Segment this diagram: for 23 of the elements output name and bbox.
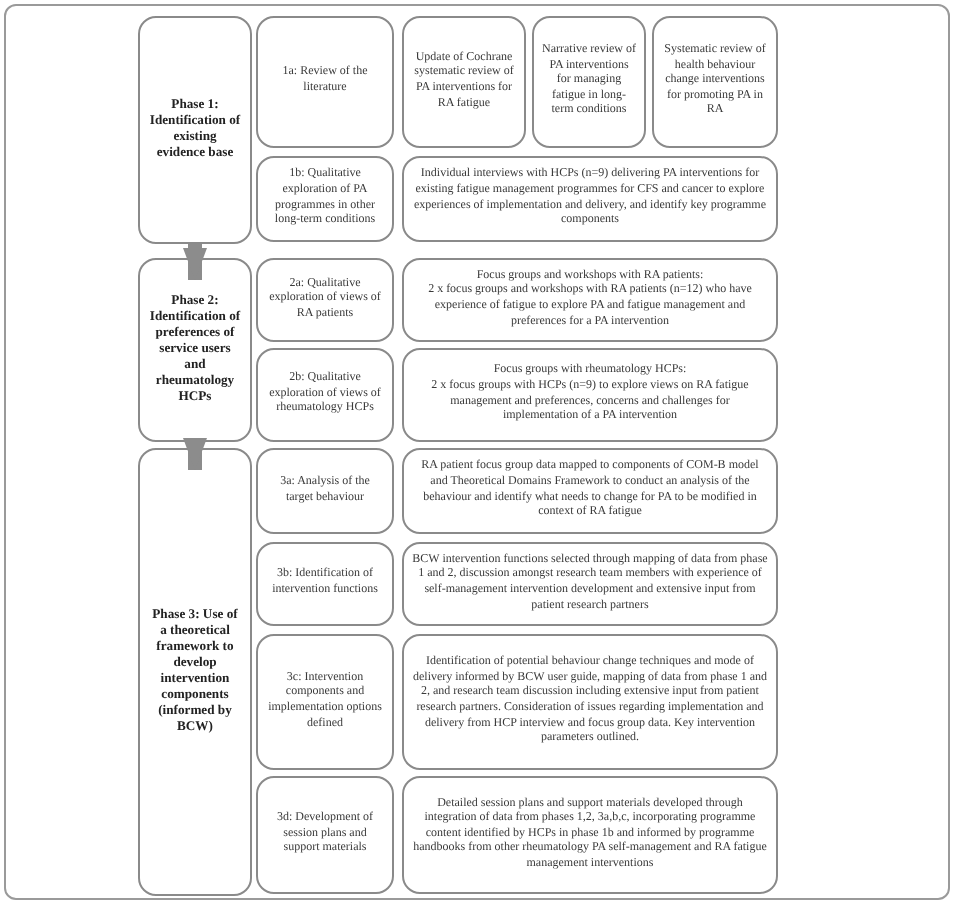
step-box <box>256 16 394 148</box>
description-box <box>532 16 646 148</box>
description-box <box>402 634 778 770</box>
description-box <box>402 542 778 626</box>
phase-box <box>138 16 252 244</box>
step-box <box>256 348 394 442</box>
arrow <box>183 244 207 280</box>
step-box <box>256 258 394 342</box>
step-box <box>256 448 394 534</box>
description-box <box>402 348 778 442</box>
arrow <box>183 438 207 470</box>
step-box <box>256 776 394 894</box>
phase-box <box>138 258 252 442</box>
description-box <box>402 258 778 342</box>
step-box <box>256 634 394 770</box>
phase-box <box>138 448 252 896</box>
description-box <box>402 16 526 148</box>
description-box <box>402 448 778 534</box>
description-box <box>652 16 778 148</box>
step-box <box>256 156 394 242</box>
description-box <box>402 776 778 894</box>
description-box <box>402 156 778 242</box>
step-box <box>256 542 394 626</box>
